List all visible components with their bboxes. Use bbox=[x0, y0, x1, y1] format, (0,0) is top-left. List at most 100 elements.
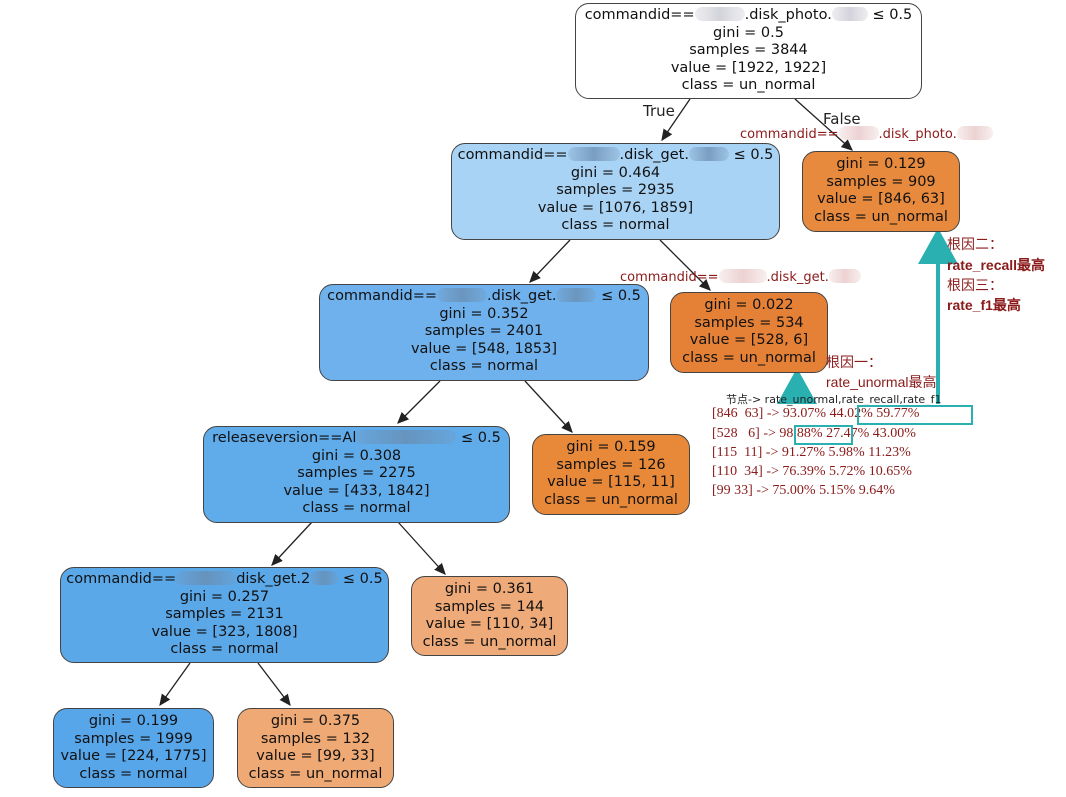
split-suffix: ≤ 0.5 bbox=[872, 7, 913, 23]
tree-node-n10: gini = 0.375 samples = 132 value = [99, … bbox=[237, 708, 394, 788]
split-prefix: commandid== bbox=[584, 7, 695, 23]
metrics-row: [115 11] -> 91.27% 5.98% 11.23% bbox=[712, 445, 911, 460]
split-prefix: commandid== bbox=[457, 147, 568, 163]
edge-n1-n3 bbox=[529, 239, 571, 283]
tree-node-n7: commandid== disk_get.2 ≤ 0.5 gini = 0.257… bbox=[60, 567, 389, 663]
metrics-row: [110 34] -> 76.39% 5.72% 10.65% bbox=[712, 464, 912, 479]
edge-n7-n10 bbox=[257, 662, 291, 707]
false-edge-label: False bbox=[823, 110, 861, 128]
label-prefix: commandid== bbox=[740, 127, 839, 142]
gini-text: gini = 0.375 bbox=[270, 713, 361, 729]
edge-n5-n7 bbox=[271, 521, 313, 566]
root-cause-1-metric: rate_unormal最高 bbox=[826, 374, 937, 390]
split-middle: .disk_photo. bbox=[744, 7, 832, 23]
value-text: value = [548, 1853] bbox=[410, 340, 558, 357]
root-cause-3-metric: rate_f1最高 bbox=[947, 297, 1021, 313]
highlight-unormal-box bbox=[794, 425, 853, 445]
samples-text: samples = 3844 bbox=[689, 42, 808, 58]
class-text: class = un_normal bbox=[681, 77, 816, 93]
samples-text: samples = 534 bbox=[694, 314, 804, 331]
metrics-row: [99 33] -> 75.00% 5.15% 9.64% bbox=[712, 483, 895, 498]
annotation-label-n4: commandid== .disk_get. bbox=[620, 269, 861, 285]
root-cause-1-title: 根因一： bbox=[826, 354, 882, 370]
samples-text: samples = 126 bbox=[556, 456, 666, 473]
samples-text: samples = 2275 bbox=[297, 465, 416, 481]
edge-root-n2 bbox=[794, 98, 853, 151]
class-text: class = normal bbox=[429, 358, 539, 374]
samples-text: samples = 2131 bbox=[165, 606, 284, 622]
split-middle: .disk_get. bbox=[487, 288, 557, 304]
tree-node-n2: gini = 0.129 samples = 909 value = [846,… bbox=[802, 151, 960, 232]
value-text: value = [846, 63] bbox=[817, 191, 945, 207]
metrics-row: [528 6] -> 98.88% 27.47% 43.00% bbox=[712, 426, 916, 441]
gini-text: gini = 0.022 bbox=[704, 297, 794, 313]
split-condition: commandid== .disk_get. ≤ 0.5 bbox=[320, 288, 648, 306]
tree-node-n6: gini = 0.159 samples = 126 value = [115,… bbox=[532, 434, 690, 515]
tree-node-n1: commandid== .disk_get. ≤ 0.5 gini = 0.464… bbox=[451, 143, 780, 240]
samples-text: samples = 132 bbox=[260, 730, 371, 747]
split-suffix: ≤ 0.5 bbox=[733, 147, 774, 163]
class-text: class = normal bbox=[79, 765, 188, 782]
split-condition: commandid== .disk_get. ≤ 0.5 bbox=[452, 147, 779, 165]
split-suffix: ≤ 0.5 bbox=[342, 571, 383, 587]
class-text: class = normal bbox=[170, 641, 279, 657]
split-condition: commandid== disk_get.2 ≤ 0.5 bbox=[61, 571, 388, 589]
class-text: class = normal bbox=[561, 217, 670, 233]
gini-text: gini = 0.352 bbox=[439, 305, 529, 322]
highlight-recall-f1-box bbox=[857, 405, 973, 425]
split-condition: releaseversion==Al ≤ 0.5 bbox=[204, 430, 509, 448]
split-prefix: commandid== bbox=[66, 571, 177, 587]
split-suffix: ≤ 0.5 bbox=[461, 430, 501, 446]
gini-text: gini = 0.257 bbox=[179, 588, 270, 605]
metrics-row: [846 63] -> 93.07% 44.02% 59.77% bbox=[712, 406, 920, 421]
tree-node-n3: commandid== .disk_get. ≤ 0.5 gini = 0.352… bbox=[319, 284, 649, 381]
edge-root-n1 bbox=[661, 98, 691, 142]
tree-node-n5: releaseversion==Al ≤ 0.5 gini = 0.308 sa… bbox=[203, 426, 510, 523]
value-text: value = [433, 1842] bbox=[283, 482, 430, 499]
split-middle: .disk_get. bbox=[619, 147, 689, 163]
split-middle: disk_get.2 bbox=[236, 571, 311, 587]
value-text: value = [110, 34] bbox=[425, 616, 554, 632]
edge-n3-n6 bbox=[524, 380, 573, 433]
samples-text: samples = 1999 bbox=[74, 730, 193, 747]
value-text: value = [528, 6] bbox=[689, 332, 809, 348]
value-text: value = [115, 11] bbox=[547, 474, 675, 490]
edge-n3-n5 bbox=[397, 380, 441, 424]
value-text: value = [99, 33] bbox=[256, 748, 375, 764]
tree-node-n4: gini = 0.022 samples = 534 value = [528,… bbox=[670, 292, 828, 373]
class-text: class = un_normal bbox=[814, 208, 948, 225]
edge-n5-n8 bbox=[397, 521, 446, 575]
label-middle: .disk_photo. bbox=[878, 127, 957, 142]
tree-node-root: commandid==.disk_photo. ≤ 0.5 gini = 0.5… bbox=[575, 3, 922, 99]
gini-text: gini = 0.159 bbox=[566, 439, 656, 455]
gini-text: gini = 0.199 bbox=[88, 713, 179, 729]
gini-text: gini = 0.308 bbox=[311, 447, 402, 464]
value-text: value = [1076, 1859] bbox=[537, 199, 694, 216]
tree-node-n8: gini = 0.361 samples = 144 value = [110,… bbox=[411, 576, 568, 656]
edge-n1-n4 bbox=[659, 239, 711, 291]
true-edge-label: True bbox=[643, 102, 675, 120]
samples-text: samples = 2401 bbox=[424, 323, 544, 339]
label-prefix: commandid== bbox=[620, 270, 719, 285]
gini-text: gini = 0.129 bbox=[836, 156, 926, 172]
edge-n7-n9 bbox=[159, 662, 191, 707]
samples-text: samples = 144 bbox=[434, 598, 545, 615]
root-cause-3-title: 根因三： bbox=[947, 277, 1003, 293]
metrics-table-header: 节点-> rate_unormal,rate_recall,rate_f1 bbox=[726, 393, 942, 406]
split-condition: commandid== .disk_photo. ≤ 0.5 bbox=[576, 7, 921, 25]
value-text: value = [224, 1775] bbox=[60, 748, 207, 764]
split-prefix: commandid== bbox=[327, 288, 437, 304]
label-middle: .disk_get. bbox=[766, 270, 829, 285]
root-cause-2-title: 根因二： bbox=[947, 236, 1003, 252]
root-cause-2-metric: rate_recall最高 bbox=[947, 257, 1046, 273]
split-suffix: ≤ 0.5 bbox=[601, 288, 641, 304]
samples-text: samples = 909 bbox=[826, 173, 936, 190]
class-text: class = un_normal bbox=[422, 633, 557, 650]
value-text: value = [1922, 1922] bbox=[670, 59, 827, 76]
class-text: class = un_normal bbox=[248, 765, 383, 782]
split-prefix: releaseversion==Al bbox=[212, 430, 357, 446]
value-text: value = [323, 1808] bbox=[151, 623, 298, 640]
gini-text: gini = 0.464 bbox=[570, 164, 661, 181]
class-text: class = un_normal bbox=[682, 349, 816, 366]
